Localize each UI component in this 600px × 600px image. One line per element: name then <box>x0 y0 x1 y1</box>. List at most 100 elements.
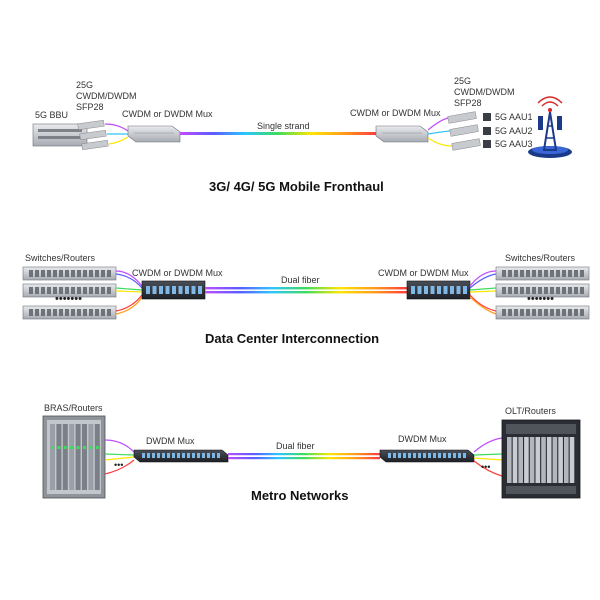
mux-port <box>177 453 180 458</box>
mux-left-label: CWDM or DWDM Mux <box>122 109 213 119</box>
switch-port <box>502 270 506 277</box>
slot-led <box>89 446 93 449</box>
dci-section: Switches/Routers ••••••• CWDM or DWDM Mu… <box>22 253 590 346</box>
metro-mux-right-label: DWDM Mux <box>398 434 447 444</box>
switch-port <box>568 270 572 277</box>
switch-port <box>77 309 81 316</box>
mux-port <box>388 453 391 458</box>
mux-port <box>456 286 461 294</box>
switch-port <box>65 270 69 277</box>
switch-port <box>580 270 584 277</box>
sfp-right-line3: SFP28 <box>454 98 482 108</box>
mux-port <box>147 453 150 458</box>
switch-port <box>101 270 105 277</box>
switch-port <box>514 287 518 294</box>
switch-port <box>29 287 33 294</box>
mux-port <box>178 286 183 294</box>
switch-port <box>526 270 530 277</box>
switch-port <box>29 309 33 316</box>
chassis-slot <box>56 424 62 490</box>
mux-port <box>217 453 220 458</box>
switch-port <box>53 270 57 277</box>
switch-port <box>89 287 93 294</box>
switch-port <box>508 309 512 316</box>
mux-port <box>146 286 150 294</box>
mux-port <box>443 286 448 294</box>
switch-port <box>47 287 51 294</box>
aau-units <box>483 113 491 148</box>
switch-port <box>532 309 536 316</box>
mux-port <box>142 453 145 458</box>
mux-port <box>187 453 190 458</box>
aau3-label: 5G AAU3 <box>495 139 533 149</box>
switch-port <box>95 270 99 277</box>
switch-port <box>89 309 93 316</box>
chassis-slot <box>535 437 541 483</box>
mux-port <box>428 453 431 458</box>
mux-port <box>433 453 436 458</box>
metro-dual-fiber-bottom <box>228 457 380 460</box>
dci-mux-left-device <box>141 280 206 300</box>
switch-port <box>59 309 63 316</box>
bbu-label: 5G BBU <box>35 110 68 120</box>
chassis-slot <box>512 437 518 483</box>
mux-right-label: CWDM or DWDM Mux <box>350 108 441 118</box>
switches-left: ••••••• <box>22 266 117 320</box>
fronthaul-section: 5G BBU 25G CWDM/DWDM SFP28 CWDM or DWDM … <box>32 76 572 194</box>
svg-text:•••••••: ••••••• <box>527 293 554 305</box>
switch-port <box>526 287 530 294</box>
chassis-slot <box>518 437 523 483</box>
slot-led <box>70 446 74 449</box>
metro-section: BRAS/Routers ••• DWDM Mux Dual fiber DWD… <box>42 403 581 503</box>
switch-port <box>550 309 554 316</box>
switch-port <box>538 287 542 294</box>
mux-port <box>191 286 196 294</box>
switch-port <box>526 309 530 316</box>
switch-port <box>95 287 99 294</box>
switch-port <box>574 287 578 294</box>
chassis-slot <box>546 437 552 483</box>
switch-port <box>71 287 75 294</box>
switch-port <box>544 309 548 316</box>
olt-router-chassis <box>501 419 581 499</box>
metro-title: Metro Networks <box>251 488 349 503</box>
slot-led <box>63 446 67 449</box>
switch-port <box>41 270 45 277</box>
switch-port <box>89 270 93 277</box>
single-strand-label: Single strand <box>257 121 310 131</box>
single-strand-fiber <box>180 132 376 135</box>
mux-port <box>202 453 205 458</box>
chassis-slot <box>564 437 569 483</box>
mux-left-device <box>127 125 181 143</box>
switch-port <box>502 287 506 294</box>
chassis-slot <box>552 437 558 483</box>
switch-port <box>562 270 566 277</box>
switch-port <box>59 270 63 277</box>
switch-port <box>520 287 524 294</box>
bras-router-chassis <box>42 415 106 499</box>
slot-led <box>57 446 61 449</box>
chassis-slot <box>541 437 546 483</box>
switch-port <box>35 309 39 316</box>
switch-port <box>550 270 554 277</box>
slot-led <box>51 446 54 449</box>
switch-port <box>520 309 524 316</box>
switches-right-label: Switches/Routers <box>505 253 576 263</box>
mux-port <box>411 286 415 294</box>
mux-port <box>212 453 215 458</box>
chassis-slot <box>75 424 81 490</box>
aau2-label: 5G AAU2 <box>495 126 533 136</box>
mux-port <box>197 453 200 458</box>
mux-port <box>437 286 441 294</box>
dci-fiber-tails-left <box>115 270 143 315</box>
chassis-slot <box>82 424 87 490</box>
sfp-right-line1: 25G <box>454 76 471 86</box>
mux-port <box>463 453 466 458</box>
switch-port <box>71 309 75 316</box>
switch-port <box>508 287 512 294</box>
sfp-left-line1: 25G <box>76 80 93 90</box>
mux-port <box>167 453 170 458</box>
switch-port <box>514 309 518 316</box>
dci-mux-right-device <box>406 280 471 300</box>
chassis-slot <box>524 437 529 483</box>
